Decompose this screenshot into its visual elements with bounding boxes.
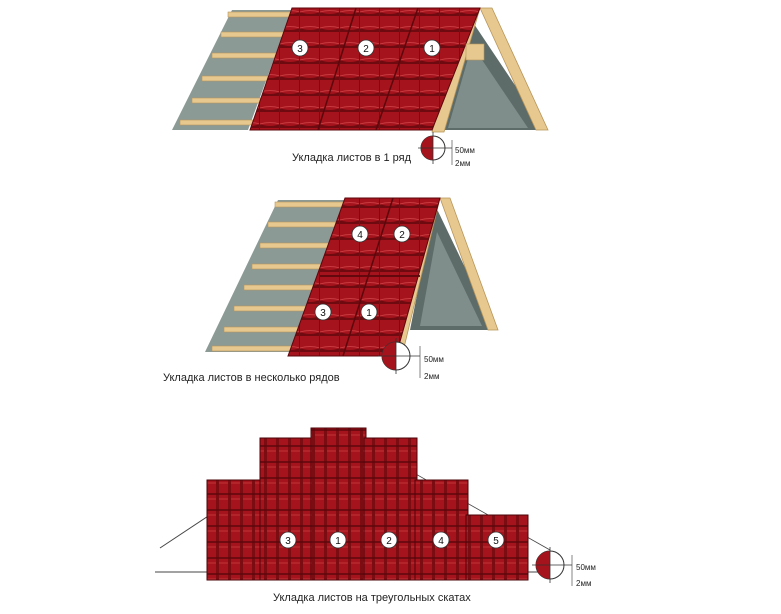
overlap-detail-2 [378, 338, 421, 378]
metal-tile-sheets [206, 427, 529, 581]
overlap-label: 50мм [576, 563, 596, 572]
sheet-number: 1 [366, 308, 372, 319]
sheet-number: 1 [429, 44, 435, 55]
overlap-detail-3 [532, 547, 573, 586]
sheet-number: 3 [285, 536, 291, 547]
sheet-number-badges [279, 39, 505, 549]
caption-triangular-slopes: Укладка листов на треугольных скатах [273, 592, 471, 604]
sheet-number: 2 [399, 230, 405, 241]
panel-triangular-slopes [155, 427, 560, 581]
sheet-number: 4 [357, 230, 363, 241]
sheet-number: 4 [438, 536, 444, 547]
overlap-detail-1 [418, 132, 453, 165]
sheet-number: 2 [363, 44, 369, 55]
gable-inner [420, 232, 482, 326]
panel-single-row [172, 7, 549, 133]
gap-label: 2мм [576, 579, 592, 588]
panel-multi-row [205, 197, 499, 357]
gap-label: 2мм [455, 159, 471, 168]
overlap-label: 50мм [424, 355, 444, 364]
caption-multi-row: Укладка листов в несколько рядов [163, 372, 340, 384]
rafter [479, 7, 549, 131]
overlap-label: 50мм [455, 146, 475, 155]
sheet-number: 3 [297, 44, 303, 55]
gable-inner [448, 45, 528, 128]
sheet-number: 5 [493, 536, 499, 547]
roof-membrane [205, 200, 345, 352]
gap-label: 2мм [424, 372, 440, 381]
caption-single-row: Укладка листов в 1 ряд [292, 152, 412, 164]
sheet-number: 1 [335, 536, 341, 547]
sheet-number: 2 [386, 536, 392, 547]
rafter [439, 197, 499, 331]
sheet-number: 3 [320, 308, 326, 319]
